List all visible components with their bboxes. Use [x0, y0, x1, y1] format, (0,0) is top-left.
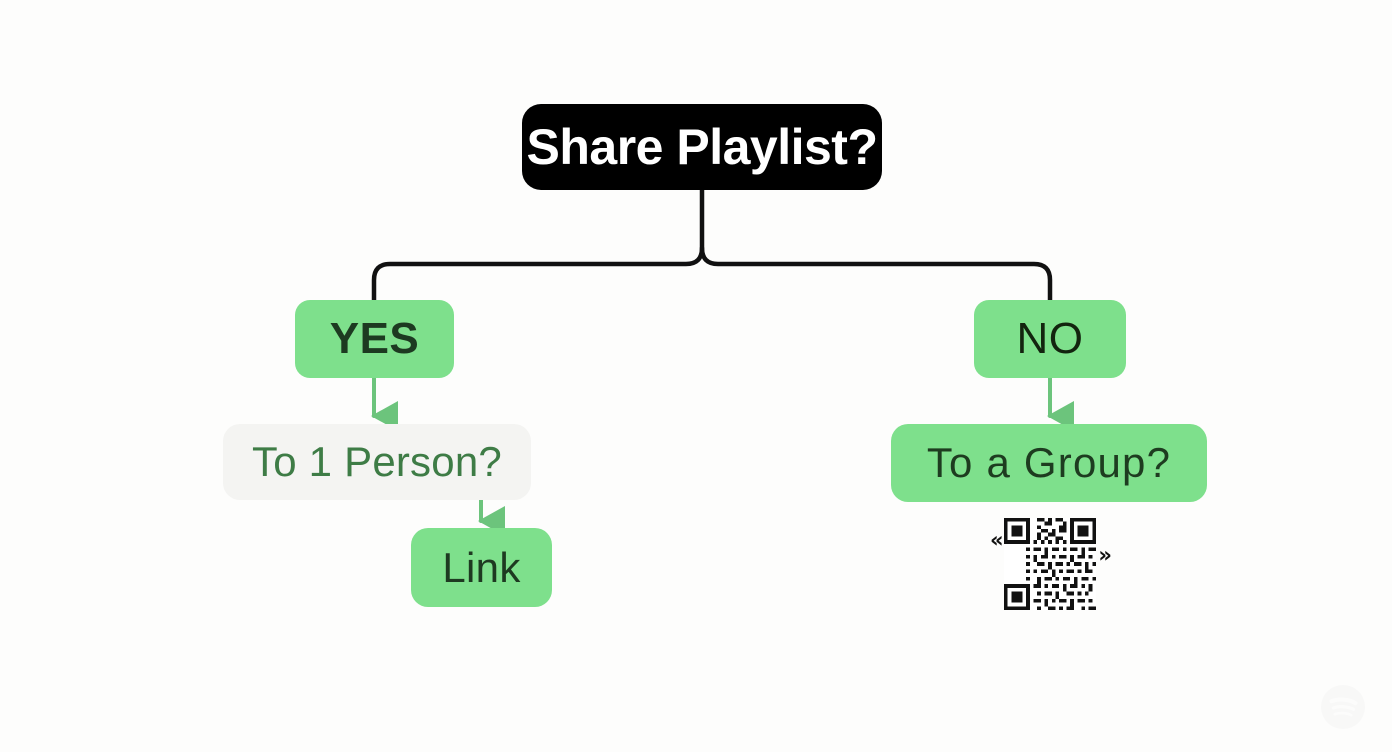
connector-root-split-left: [371, 245, 705, 303]
node-qr-code[interactable]: «: [988, 512, 1112, 616]
node-to-1-person[interactable]: To 1 Person?: [223, 424, 531, 500]
node-link[interactable]: Link: [411, 528, 552, 607]
node-to-a-group[interactable]: To a Group?: [891, 424, 1207, 502]
node-no[interactable]: NO: [974, 300, 1126, 378]
connector-root-split: [699, 187, 1053, 303]
node-yes[interactable]: YES: [295, 300, 454, 378]
spotify-logo-icon: [1320, 684, 1366, 730]
qr-right-marker: »: [1098, 543, 1112, 567]
node-share-playlist[interactable]: Share Playlist?: [522, 104, 882, 190]
qr-code-icon: [1004, 518, 1096, 610]
qr-left-marker: «: [990, 528, 1004, 552]
